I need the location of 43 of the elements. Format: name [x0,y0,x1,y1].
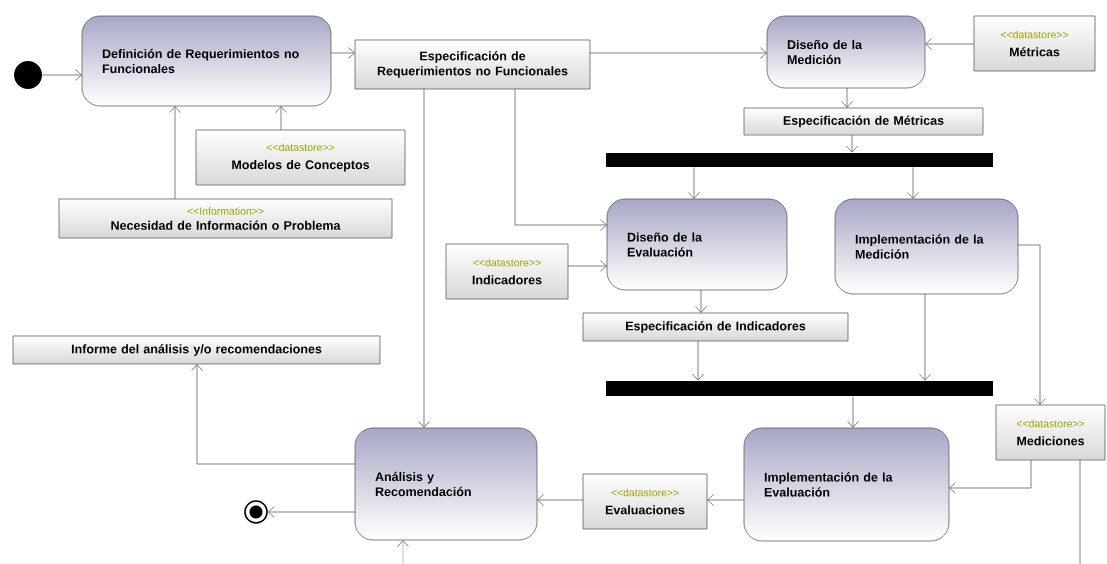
start-node [14,61,42,89]
arrow [1017,244,1046,405]
action-box: Diseño de la Medición [766,15,926,89]
datastore-box: <<Information>> Necesidad de Información o Problema [58,198,393,239]
object-box: Especificación de Requerimientos no Funcionales [354,39,591,90]
arrow [692,340,704,381]
action-box: Implementación de la Evaluación [743,427,950,542]
arrow [567,260,607,272]
arrow [267,506,356,518]
datastore-box: <<datastore>> Mediciones [995,404,1106,461]
arrow [907,167,919,199]
arrow [330,47,355,59]
datastore-box: <<datastore>> Modelos de Conceptos [195,129,406,186]
object-box: Especificación de Indicadores [582,312,849,342]
arrow [847,396,859,428]
arrow [589,47,767,59]
arrow [695,289,707,313]
end-node [244,500,268,524]
arrow [925,38,975,50]
arrow [846,134,858,153]
arrow [169,106,181,200]
action-box: Análisis y Recomendación [354,427,538,541]
arrow [191,364,356,465]
arrow [514,88,607,231]
arrow [919,293,931,381]
arrow [42,69,82,81]
action-box: Implementación de la Medición [834,198,1019,295]
datastore-box: <<datastore>> Indicadores [445,243,569,300]
action-box: Definición de Requerimientos no Funcionales [81,15,332,107]
action-box: Diseño de la Evaluación [606,198,788,291]
object-box: Especificación de Métricas [743,107,984,136]
arrow [275,106,287,131]
arrow [688,167,700,199]
datastore-box: <<datastore>> Métricas [973,15,1096,72]
arrow [418,88,430,428]
object-box: Informe del análisis y/o recomendaciones [12,335,381,365]
arrow [537,494,584,506]
arrow [949,459,1032,494]
datastore-box: <<datastore>> Evaluaciones [582,473,708,530]
arrow [841,87,853,108]
fork-bar [606,381,993,396]
fork-bar [606,153,993,167]
arrow [707,494,745,506]
